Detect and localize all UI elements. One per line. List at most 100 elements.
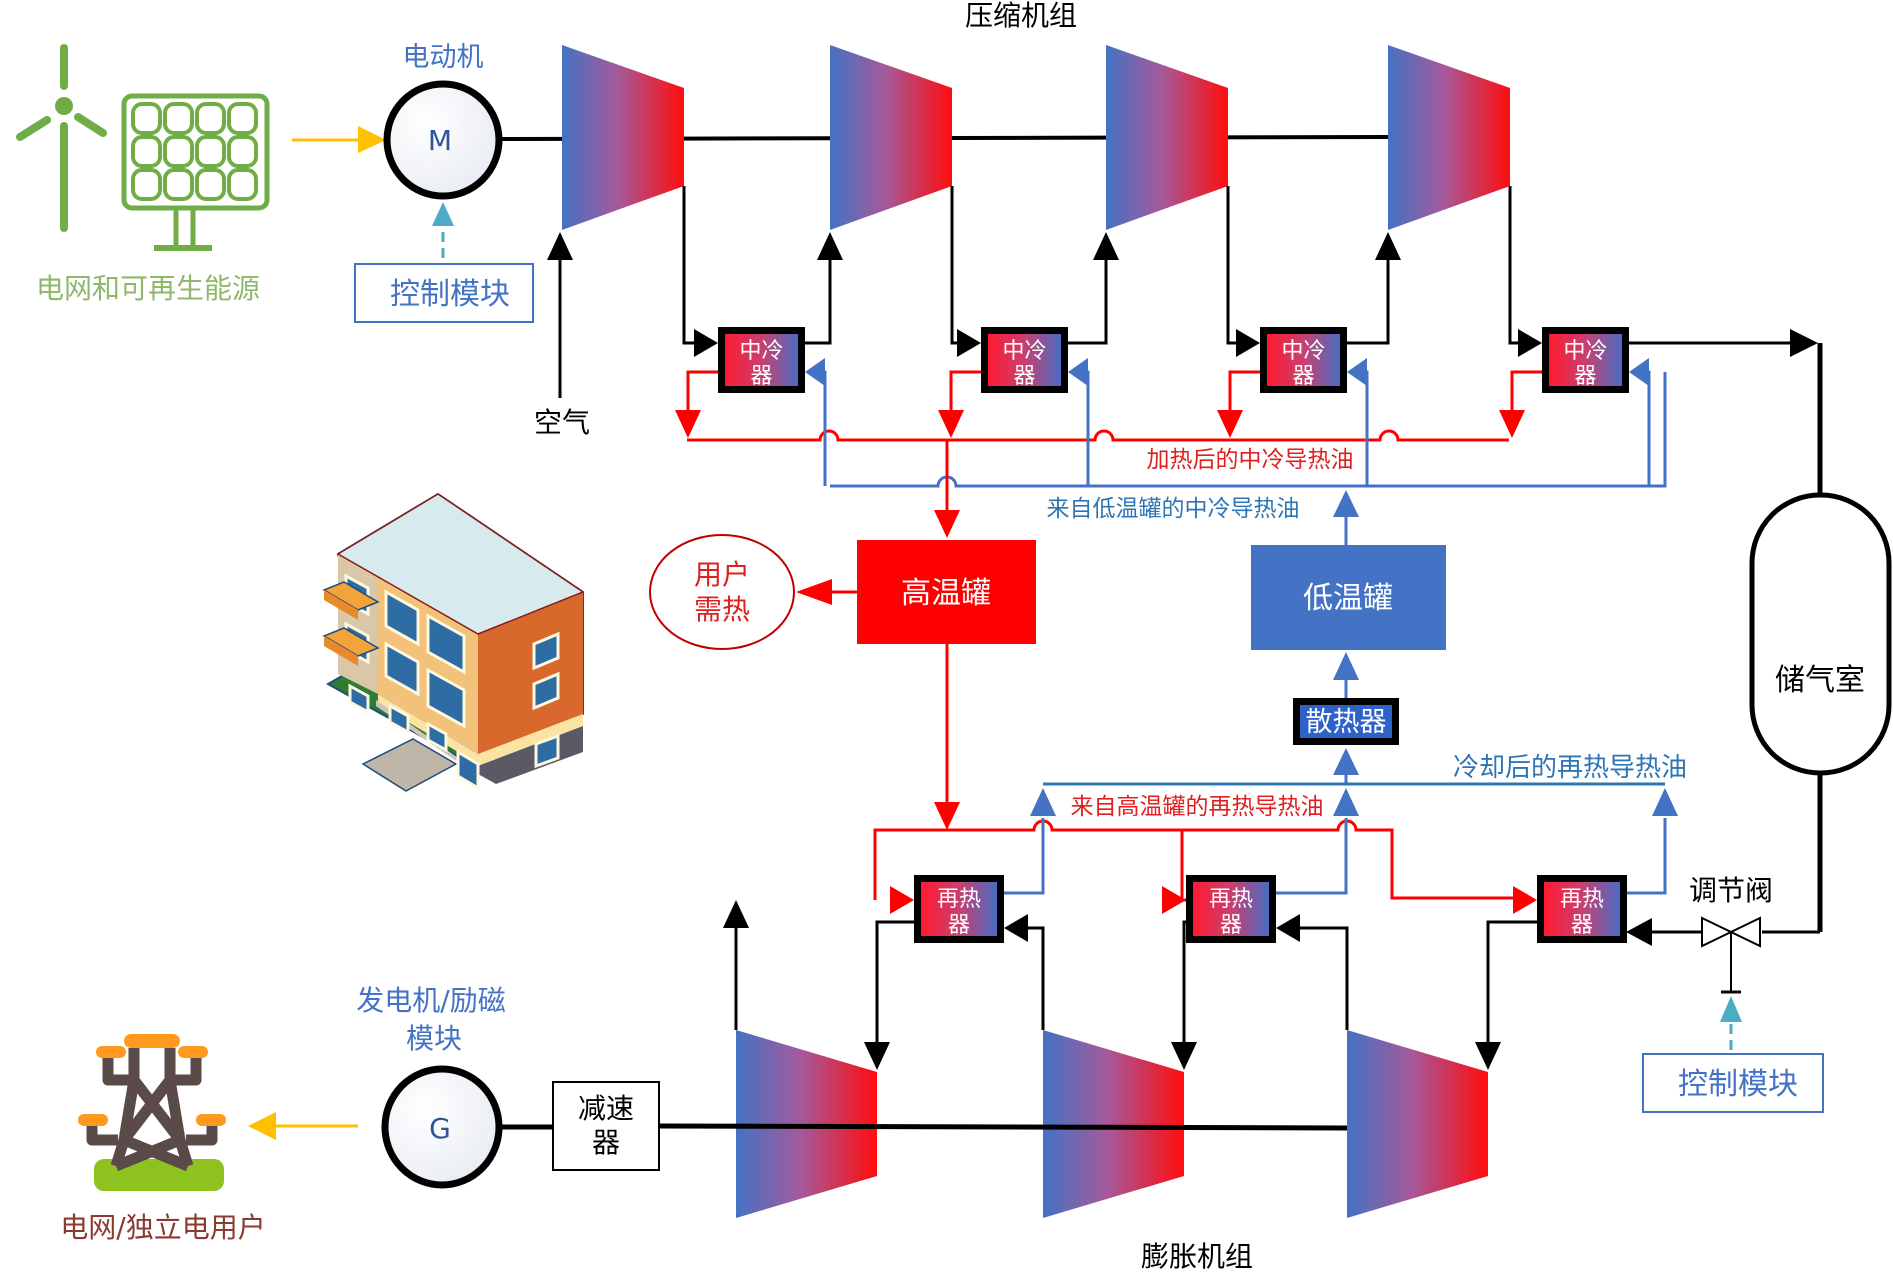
solar-panel-icon: [121, 93, 270, 251]
compressor-4[interactable]: [1388, 45, 1510, 230]
valve-control-label: 控制模块: [1678, 1067, 1798, 1102]
compressor-2[interactable]: [830, 45, 952, 230]
building-icon: [322, 492, 585, 792]
heated-oil-drop: [949, 370, 981, 412]
cold-oil-riser: [1365, 370, 1369, 486]
air-line: [1182, 920, 1186, 1044]
motor-control-label: 控制模块: [390, 277, 510, 312]
user-heat-line1: 用户: [694, 558, 750, 591]
cold-oil-riser: [1647, 370, 1651, 486]
compressor-3[interactable]: [1106, 45, 1228, 230]
reheater-1[interactable]: 再热器: [914, 875, 1004, 943]
gearbox-line1: 减速: [578, 1092, 634, 1125]
gearbox-line2: 器: [592, 1126, 620, 1159]
storage-label: 储气室: [1775, 663, 1865, 698]
air-line: [1026, 926, 1045, 1030]
hot-reheat-oil-label: 来自高温罐的再热导热油: [1071, 794, 1324, 820]
low-temp-tank-label: 低温罐: [1303, 581, 1393, 616]
expander-3[interactable]: [1347, 1030, 1488, 1218]
valve-label: 调节阀: [1689, 874, 1773, 907]
source-label: 电网和可再生能源: [36, 272, 260, 305]
cold-intercool-oil-label: 来自低温罐的中冷导热油: [1047, 496, 1300, 522]
radiator[interactable]: 散热器: [1293, 698, 1399, 745]
expander-2[interactable]: [1043, 1030, 1184, 1218]
generator[interactable]: G: [381, 1065, 503, 1189]
exhaust-arrow: [723, 900, 749, 1030]
reheater-label: 器: [948, 913, 970, 938]
air-line: [1226, 186, 1238, 345]
reheater-2[interactable]: 再热器: [1186, 875, 1276, 943]
intercooler-label: 中冷: [1281, 339, 1325, 364]
motor-control-module[interactable]: 控制模块: [354, 263, 534, 323]
expander-shaft: [658, 1123, 1348, 1131]
intercooler-label: 器: [1013, 364, 1035, 389]
heated-oil-drop: [1228, 370, 1260, 412]
reheater-label: 再热: [937, 887, 981, 912]
air-line: [1298, 926, 1349, 1030]
air-line: [875, 920, 914, 1044]
air-line: [950, 186, 959, 345]
motor[interactable]: M: [383, 80, 503, 200]
cold-oil-riser: [823, 370, 827, 486]
wind-turbine-icon: [16, 44, 107, 232]
compressor-1[interactable]: [562, 45, 684, 230]
c4-outlet-to-storage: [1629, 329, 1823, 493]
intercooler-label: 中冷: [1002, 339, 1046, 364]
regulating-valve[interactable]: [1701, 916, 1761, 994]
high-temp-tank[interactable]: 高温罐: [857, 540, 1036, 644]
intercooler-label: 中冷: [1563, 339, 1607, 364]
intercooler-label: 器: [1292, 364, 1314, 389]
transmission-tower-icon: [78, 1034, 226, 1191]
motor-label: 电动机: [403, 42, 484, 73]
air-line: [1347, 258, 1390, 345]
air-line: [1508, 186, 1520, 345]
intercooler-3[interactable]: 中冷器: [1260, 327, 1347, 393]
air-inlet-arrow: [547, 232, 573, 398]
user-heat-line2: 需热: [694, 593, 750, 626]
motor-control-arrow: [432, 202, 454, 258]
compressor-group-title: 压缩机组: [965, 0, 1077, 32]
generator-label-line2: 模块: [406, 1022, 462, 1055]
air-line: [1068, 258, 1108, 345]
low-tank-to-header: [1333, 490, 1359, 545]
reheater-label: 再热: [1560, 887, 1604, 912]
valve-to-rh3: [1626, 918, 1702, 946]
heated-oil-to-high-tank: [934, 440, 960, 538]
generator-symbol: G: [429, 1112, 451, 1145]
gearbox[interactable]: 减速 器: [552, 1081, 660, 1171]
user-heat-demand[interactable]: 用户 需热: [649, 534, 795, 650]
intercooler-label: 器: [1574, 364, 1596, 389]
cooled-reheat-oil-label: 冷却后的再热导热油: [1453, 753, 1687, 783]
reheater-label: 器: [1220, 913, 1242, 938]
heated-oil-header: [687, 429, 1509, 442]
intercooler-2[interactable]: 中冷器: [981, 327, 1068, 393]
air-storage-chamber[interactable]: 储气室: [1749, 492, 1892, 776]
power-arrow-in: [292, 126, 386, 153]
expander-group-title: 膨胀机组: [1141, 1240, 1253, 1272]
high-tank-to-reheat: [934, 644, 960, 830]
cooled-oil-riser: [1276, 818, 1348, 895]
valve-control-arrow: [1720, 996, 1742, 1050]
air-line: [805, 258, 832, 345]
reheater-label: 器: [1571, 913, 1593, 938]
generator-label-line1: 发电机/励磁: [356, 984, 505, 1017]
reheater-label: 再热: [1209, 887, 1253, 912]
radiator-label: 散热器: [1306, 707, 1387, 738]
radiator-to-low-tank: [1333, 652, 1359, 698]
cold-oil-riser: [1086, 370, 1090, 486]
intercooler-label: 器: [750, 364, 772, 389]
motor-symbol: M: [428, 124, 452, 157]
valve-control-module[interactable]: 控制模块: [1642, 1053, 1824, 1113]
low-temp-tank[interactable]: 低温罐: [1251, 545, 1446, 650]
reheater-3[interactable]: 再热器: [1537, 875, 1627, 943]
air-label: 空气: [534, 406, 590, 439]
power-arrow-out: [248, 1112, 358, 1140]
intercooler-1[interactable]: 中冷器: [718, 327, 805, 393]
cooled-oil-riser: [1004, 818, 1045, 895]
intercooler-4[interactable]: 中冷器: [1542, 327, 1629, 393]
heated-oil-drop: [1510, 370, 1542, 412]
cooled-oil-riser: [1627, 818, 1667, 895]
hot-reheat-oil-header: [873, 819, 1520, 900]
intercooler-label: 中冷: [739, 339, 783, 364]
